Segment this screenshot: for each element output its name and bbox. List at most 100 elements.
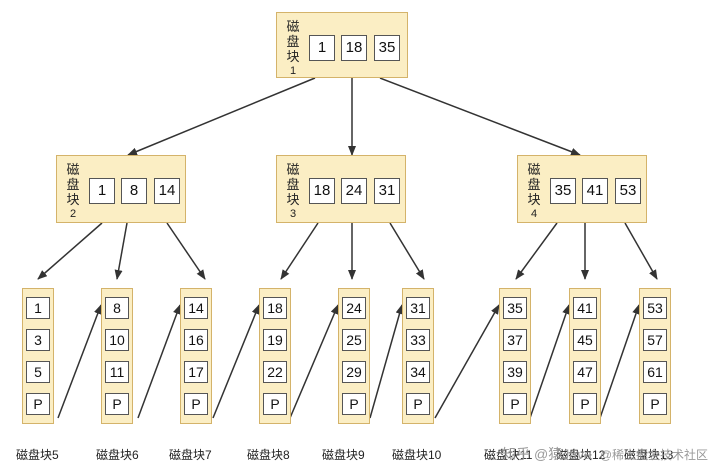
leaf-key: 11 — [105, 361, 129, 383]
root-block: 磁盘块 1 1 18 35 — [276, 12, 408, 78]
leaf-label-13: 磁盘块13 — [624, 448, 674, 462]
tree-edge-arrow — [114, 222, 128, 280]
leaf-key: 10 — [105, 329, 129, 351]
root-key: 1 — [309, 35, 335, 61]
leaf-key: 37 — [503, 329, 527, 351]
watermark-main: 知乎 @猿Java — [502, 446, 592, 462]
leaf-key: 47 — [573, 361, 597, 383]
leaf-block-6: 8 10 11 P — [101, 288, 133, 424]
internal-label-text: 磁盘块 — [66, 162, 80, 207]
leaf-key: 25 — [342, 329, 366, 351]
leaf-key: 14 — [184, 297, 208, 319]
watermark: 知乎 @猿Java @稀土掘金技术社区 — [502, 444, 708, 464]
leaf-key: 3 — [26, 329, 50, 351]
leaf-key: 33 — [406, 329, 430, 351]
leaf-key: 19 — [263, 329, 287, 351]
leaf-key: 18 — [263, 297, 287, 319]
leaf-pointer: P — [26, 393, 50, 415]
leaf-key: 34 — [406, 361, 430, 383]
leaf-key: 53 — [643, 297, 667, 319]
internal-block-label: 磁盘块 4 — [526, 162, 542, 222]
leaf-block-5: 1 3 5 P — [22, 288, 54, 424]
internal-label-num: 4 — [530, 208, 538, 220]
leaf-pointer: P — [184, 393, 208, 415]
internal-key: 14 — [154, 178, 180, 204]
root-key: 18 — [341, 35, 367, 61]
leaf-link-arrow — [57, 304, 102, 419]
internal-key: 41 — [582, 178, 608, 204]
tree-edge-arrow — [127, 77, 316, 156]
leaf-link-arrow — [369, 304, 404, 419]
leaf-key: 29 — [342, 361, 366, 383]
root-label-text: 磁盘块 — [286, 19, 300, 64]
leaf-label-12: 磁盘块12 — [556, 448, 606, 462]
leaf-key: 31 — [406, 297, 430, 319]
tree-edge-arrow — [379, 77, 581, 156]
tree-edge-arrow — [37, 222, 103, 280]
internal-block-label: 磁盘块 3 — [285, 162, 301, 222]
leaf-link-arrow — [529, 304, 570, 419]
leaf-pointer: P — [503, 393, 527, 415]
leaf-label-9: 磁盘块9 — [322, 448, 365, 462]
leaf-key: 41 — [573, 297, 597, 319]
root-block-label: 磁盘块 1 — [285, 19, 301, 79]
leaf-key: 61 — [643, 361, 667, 383]
leaf-label-5: 磁盘块5 — [16, 448, 59, 462]
tree-edge-arrow — [389, 222, 425, 280]
leaf-link-arrow — [599, 304, 640, 419]
leaf-link-arrow — [137, 304, 181, 419]
internal-key: 8 — [121, 178, 147, 204]
leaf-block-9: 24 25 29 P — [338, 288, 370, 424]
leaf-block-7: 14 16 17 P — [180, 288, 212, 424]
internal-key: 1 — [89, 178, 115, 204]
internal-key: 53 — [615, 178, 641, 204]
leaf-block-10: 31 33 34 P — [402, 288, 434, 424]
leaf-key: 5 — [26, 361, 50, 383]
leaf-pointer: P — [263, 393, 287, 415]
leaf-key: 35 — [503, 297, 527, 319]
leaf-key: 45 — [573, 329, 597, 351]
leaf-key: 22 — [263, 361, 287, 383]
root-label-num: 1 — [289, 65, 297, 77]
leaf-pointer: P — [573, 393, 597, 415]
leaf-key: 17 — [184, 361, 208, 383]
tree-edge-arrow — [280, 222, 319, 280]
leaf-key: 24 — [342, 297, 366, 319]
leaf-pointer: P — [643, 393, 667, 415]
leaf-pointer: P — [406, 393, 430, 415]
leaf-pointer: P — [342, 393, 366, 415]
watermark-sub: @稀土掘金技术社区 — [599, 448, 708, 462]
internal-key: 31 — [374, 178, 400, 204]
tree-edge-arrow — [624, 222, 658, 280]
root-key: 35 — [374, 35, 400, 61]
internal-block-label: 磁盘块 2 — [65, 162, 81, 222]
internal-label-text: 磁盘块 — [286, 162, 300, 207]
internal-block-4: 磁盘块 4 35 41 53 — [517, 155, 647, 223]
leaf-block-8: 18 19 22 P — [259, 288, 291, 424]
internal-label-num: 3 — [289, 208, 297, 220]
leaf-block-13: 53 57 61 P — [639, 288, 671, 424]
leaf-label-11: 磁盘块11 — [484, 448, 533, 462]
internal-block-3: 磁盘块 3 18 24 31 — [276, 155, 406, 223]
leaf-pointer: P — [105, 393, 129, 415]
internal-key: 18 — [309, 178, 335, 204]
leaf-label-10: 磁盘块10 — [392, 448, 442, 462]
leaf-key: 1 — [26, 297, 50, 319]
internal-block-2: 磁盘块 2 1 8 14 — [56, 155, 186, 223]
leaf-key: 39 — [503, 361, 527, 383]
leaf-key: 57 — [643, 329, 667, 351]
leaf-key: 8 — [105, 297, 129, 319]
leaf-label-6: 磁盘块6 — [96, 448, 139, 462]
internal-key: 35 — [550, 178, 576, 204]
leaf-link-arrow — [289, 304, 339, 419]
leaf-block-12: 41 45 47 P — [569, 288, 601, 424]
leaf-link-arrow — [434, 304, 500, 419]
tree-edge-arrow — [515, 222, 558, 280]
leaf-key: 16 — [184, 329, 208, 351]
leaf-link-arrow — [212, 304, 260, 419]
internal-label-num: 2 — [69, 208, 77, 220]
internal-label-text: 磁盘块 — [527, 162, 541, 207]
leaf-block-11: 35 37 39 P — [499, 288, 531, 424]
